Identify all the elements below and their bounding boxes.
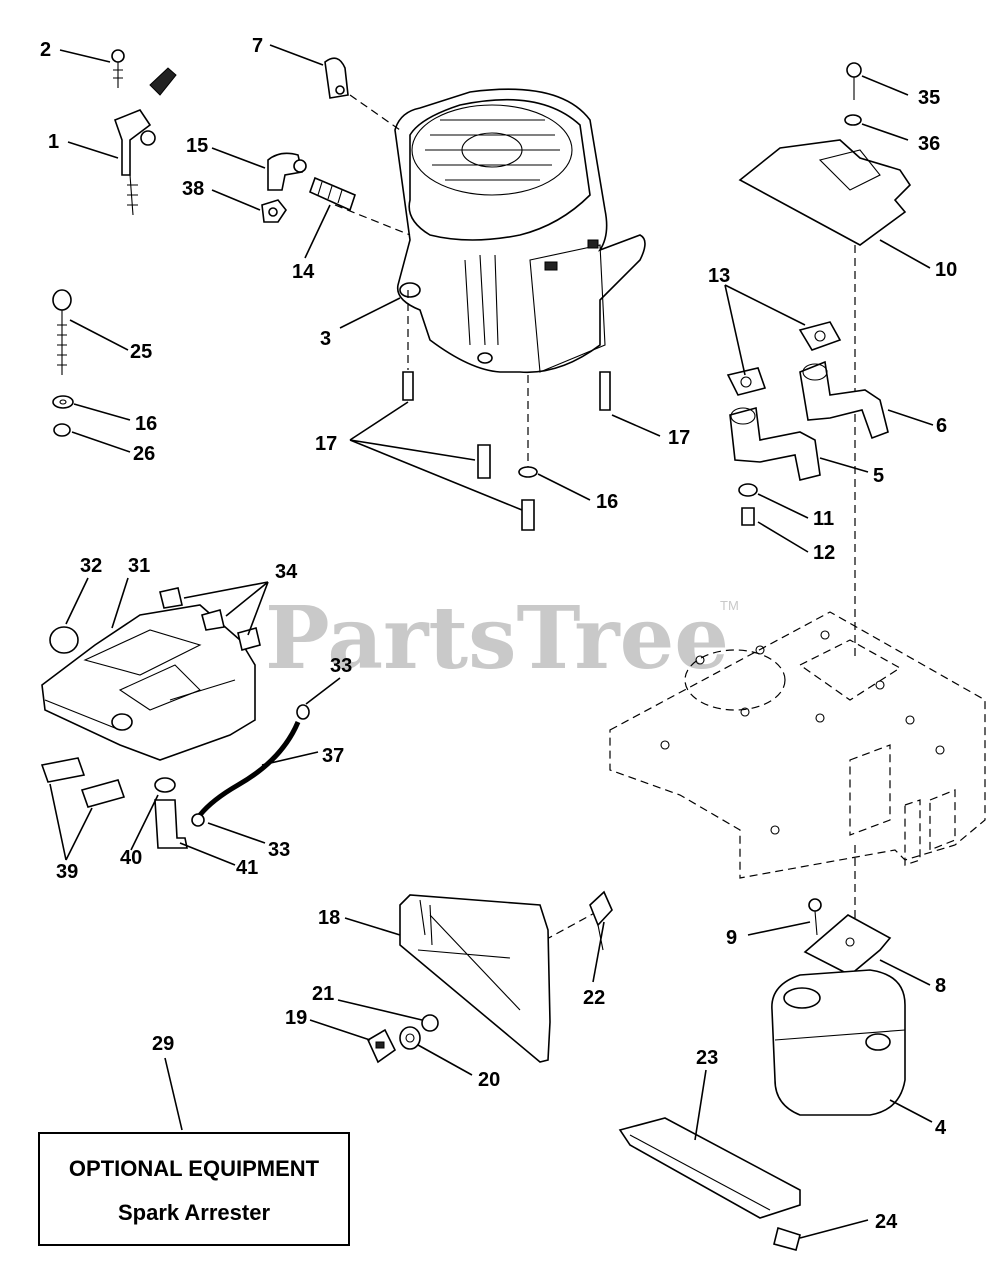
engine-part-3[interactable] <box>394 88 646 374</box>
pad-part-39-a[interactable] <box>40 757 86 783</box>
callout-36: 36 <box>918 133 940 155</box>
callout-39: 39 <box>56 861 78 883</box>
washer-part-16-left[interactable] <box>52 395 74 409</box>
pad-part-34-a[interactable] <box>159 587 183 609</box>
bolt-part-17-a[interactable] <box>402 371 414 401</box>
throttle-control-part-1[interactable] <box>113 67 177 216</box>
callout-35: 35 <box>918 87 940 109</box>
hose-clamp-part-33-bottom[interactable] <box>191 813 205 827</box>
callout-33-top: 33 <box>330 655 352 677</box>
callout-19: 19 <box>285 1007 307 1029</box>
callout-10: 10 <box>935 259 957 281</box>
callout-33-bottom: 33 <box>268 839 290 861</box>
callout-6: 6 <box>936 415 947 437</box>
watermark-brand: PartsTree <box>265 588 729 689</box>
callout-labels: 2 1 7 15 38 14 3 35 36 10 13 6 5 11 12 2… <box>40 35 957 1233</box>
callout-2: 2 <box>40 39 51 61</box>
callout-15: 15 <box>186 135 208 157</box>
hose-clamp-part-33-top[interactable] <box>296 704 310 720</box>
exhaust-pipe-part-5[interactable] <box>729 406 821 481</box>
elbow-part-15[interactable] <box>267 152 307 191</box>
callout-25: 25 <box>130 341 152 363</box>
callout-16-left: 16 <box>135 413 157 435</box>
exhaust-pipe-part-6[interactable] <box>799 360 889 440</box>
pad-part-34-b[interactable] <box>201 609 225 631</box>
callout-26: 26 <box>133 443 155 465</box>
gasket-part-13-b[interactable] <box>726 367 767 396</box>
callout-7: 7 <box>252 35 263 57</box>
callout-29: 29 <box>152 1033 174 1055</box>
callout-4: 4 <box>935 1117 947 1139</box>
callout-23: 23 <box>696 1047 718 1069</box>
callout-20: 20 <box>478 1069 500 1091</box>
callout-40: 40 <box>120 847 142 869</box>
callout-22: 22 <box>583 987 605 1009</box>
callout-5: 5 <box>873 465 884 487</box>
watermark-trademark: TM <box>720 598 739 613</box>
screw-part-35[interactable] <box>846 62 862 100</box>
bolt-part-17-b[interactable] <box>599 371 611 411</box>
grommet-part-40[interactable] <box>154 777 176 793</box>
callout-8: 8 <box>935 975 946 997</box>
washer-part-11[interactable] <box>738 483 758 497</box>
nut-part-26[interactable] <box>53 423 71 437</box>
nut-part-38[interactable] <box>261 199 287 223</box>
screw-part-2[interactable] <box>111 49 125 88</box>
fuel-line-part-37[interactable] <box>198 721 301 817</box>
washer-part-16-center[interactable] <box>518 466 538 478</box>
bolt-part-25[interactable] <box>52 289 72 375</box>
callout-18: 18 <box>318 907 340 929</box>
callout-21: 21 <box>312 983 334 1005</box>
spark-arrester-screen-part-23[interactable] <box>618 1117 801 1219</box>
bolt-part-17-d[interactable] <box>521 499 535 531</box>
bolt-part-12[interactable] <box>741 507 755 526</box>
optional-equipment-box: OPTIONAL EQUIPMENT Spark Arrester <box>38 1132 350 1246</box>
gasket-part-13-a[interactable] <box>798 321 842 351</box>
callout-38: 38 <box>182 178 204 200</box>
bolt-part-17-c[interactable] <box>477 444 491 479</box>
heat-shield-part-10[interactable] <box>738 139 912 246</box>
callout-13: 13 <box>708 265 730 287</box>
callout-34: 34 <box>275 561 298 583</box>
washer-part-20[interactable] <box>399 1026 421 1050</box>
optional-equipment-title: OPTIONAL EQUIPMENT <box>68 1156 320 1181</box>
callout-14: 14 <box>292 261 315 283</box>
callout-41: 41 <box>236 857 258 879</box>
tube-part-14[interactable] <box>308 176 356 212</box>
callout-3: 3 <box>320 328 331 350</box>
screw-part-9[interactable] <box>808 898 822 936</box>
fuel-cap-part-32[interactable] <box>49 626 79 654</box>
callout-11: 11 <box>813 508 834 530</box>
callout-37: 37 <box>322 745 344 767</box>
muffler-part-4[interactable] <box>771 969 906 1116</box>
callout-12: 12 <box>813 542 835 564</box>
fuel-tank-part-31[interactable] <box>41 604 256 761</box>
callout-32: 32 <box>80 555 102 577</box>
pad-part-39-b[interactable] <box>80 779 126 808</box>
callout-24: 24 <box>875 1211 898 1233</box>
shield-plate-part-18[interactable] <box>399 894 551 1063</box>
callout-17-right: 17 <box>668 427 690 449</box>
callout-16-center: 16 <box>596 491 618 513</box>
frame-outline <box>609 611 986 879</box>
callout-1: 1 <box>48 131 59 153</box>
leader-lines <box>49 44 934 1239</box>
spacer-part-21[interactable] <box>421 1014 439 1032</box>
callout-9: 9 <box>726 927 737 949</box>
callout-17-left: 17 <box>315 433 337 455</box>
clamp-part-7[interactable] <box>324 57 349 99</box>
screw-part-24[interactable] <box>773 1226 801 1251</box>
shutoff-valve-part-41[interactable] <box>154 799 188 849</box>
muffler-bracket-part-8[interactable] <box>803 914 892 976</box>
washer-part-36[interactable] <box>844 114 862 126</box>
callout-31: 31 <box>128 555 150 577</box>
clip-part-19[interactable] <box>366 1028 397 1064</box>
optional-equipment-subtitle: Spark Arrester <box>117 1200 271 1225</box>
